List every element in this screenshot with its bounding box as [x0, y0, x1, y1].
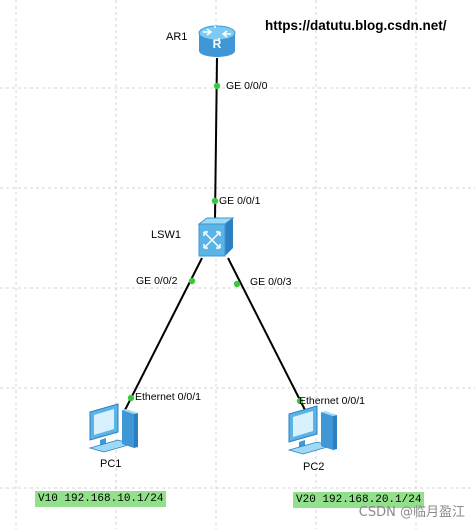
- port-label-lsw1-ge002: GE 0/0/2: [136, 275, 178, 287]
- device-label-pc1: PC1: [100, 458, 122, 470]
- device-label-pc2: PC2: [303, 461, 325, 473]
- csdn-watermark: CSDN @临月盈江: [358, 505, 465, 520]
- blog-url-watermark: https://datutu.blog.csdn.net/: [265, 18, 447, 33]
- port-label-lsw1-ge003: GE 0/0/3: [250, 276, 292, 288]
- device-label-ar1: AR1: [166, 31, 188, 43]
- port-dot-lsw1-ge001: [211, 197, 219, 205]
- link-ar1-lsw1[interactable]: [214, 57, 218, 219]
- device-label-lsw1: LSW1: [151, 229, 181, 241]
- pc-icon[interactable]: [88, 403, 138, 453]
- port-label-pc2-eth: Ethernet 0/0/1: [299, 395, 365, 407]
- port-dot-pc1-eth: [127, 394, 135, 402]
- port-label-pc1-eth: Ethernet 0/0/1: [135, 391, 201, 403]
- port-dot-lsw1-ge002: [188, 277, 196, 285]
- switch-icon[interactable]: [197, 217, 235, 257]
- port-dot-ar1-ge000: [213, 82, 221, 90]
- link-lsw1-pc1[interactable]: [123, 257, 203, 413]
- vlan-note-pc2: V20 192.168.20.1/24: [293, 492, 425, 508]
- port-label-ar1-ge000: GE 0/0/0: [226, 80, 268, 92]
- svg-text:R: R: [213, 37, 222, 51]
- pc-icon[interactable]: [287, 405, 337, 455]
- vlan-note-pc1: V10 192.168.10.1/24: [35, 491, 167, 507]
- router-icon[interactable]: R: [198, 25, 236, 57]
- link-lsw1-pc2[interactable]: [227, 257, 306, 411]
- port-dot-lsw1-ge003: [233, 280, 241, 288]
- port-label-lsw1-ge001: GE 0/0/1: [219, 195, 261, 207]
- port-dot-pc2-eth: [296, 397, 304, 405]
